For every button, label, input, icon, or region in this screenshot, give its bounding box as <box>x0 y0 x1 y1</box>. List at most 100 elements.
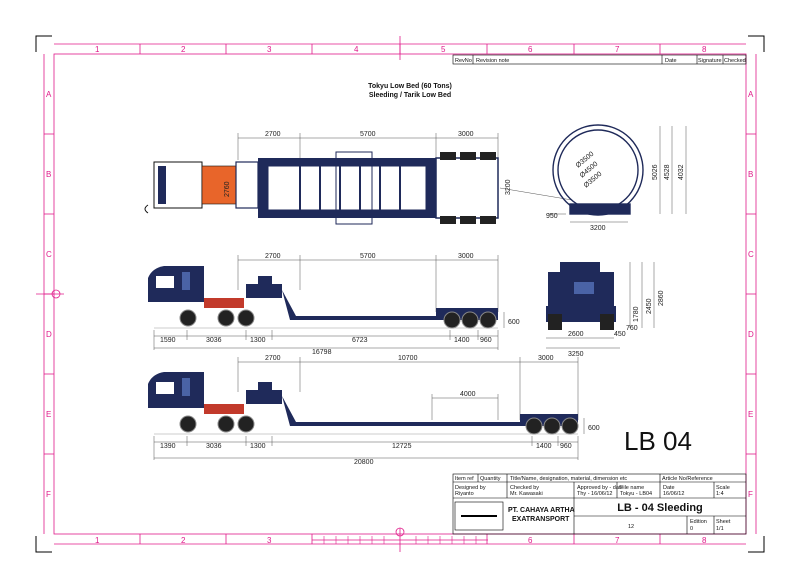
tb-checked-label: Checked by <box>510 485 539 491</box>
column-labels-bottom: 1 2 3 6 7 8 <box>95 536 707 545</box>
gooseneck-side-2 <box>246 390 282 404</box>
row-label: C <box>748 250 754 259</box>
truck-chassis <box>204 298 244 308</box>
col-label: 1 <box>95 45 100 54</box>
row-label: A <box>46 90 52 99</box>
col-label: 4 <box>354 45 359 54</box>
dim-label: 3036 <box>206 443 222 450</box>
company-name-2: EXATRANSPORT <box>512 516 570 523</box>
gooseneck-top-block-2 <box>258 382 272 390</box>
col-label: 6 <box>528 45 533 54</box>
tb-designed: Riyanto <box>455 491 474 497</box>
dim-label: 1300 <box>250 337 266 344</box>
row-label: F <box>748 490 753 499</box>
gooseneck-top <box>235 161 259 209</box>
tb-file-label: File name <box>620 485 644 491</box>
rear-dim: 2450 <box>646 298 653 314</box>
dim-label: 1590 <box>160 337 176 344</box>
tb-approved: Thy - 16/06/12 <box>577 491 612 497</box>
side-view-1: 2700 5700 3000 1590 3036 1300 6723 <box>148 253 665 358</box>
gooseneck-side <box>246 284 282 298</box>
col-label: 1 <box>95 536 100 545</box>
dim-label: 5700 <box>360 253 376 260</box>
deck-dim: 4000 <box>460 391 476 398</box>
cab-window <box>156 276 174 288</box>
dim-label: 2700 <box>265 355 281 362</box>
col-label: 7 <box>615 536 620 545</box>
rear-bogie-top <box>435 157 499 219</box>
row-labels-right: A B C D E F <box>748 90 754 499</box>
dim-label: 10700 <box>398 355 418 362</box>
tb-quantity: Quantity <box>480 476 501 482</box>
dim-label: 950 <box>546 213 558 220</box>
col-label: 8 <box>702 536 707 545</box>
drawing-title: Tokyu Low Bed (60 Tons) <box>368 83 452 90</box>
deck-height-2: 600 <box>588 425 600 432</box>
row-labels-left: A B C D E F <box>46 90 52 499</box>
tank-height-dim: 4528 <box>664 164 671 180</box>
tb-file: Tokyu - LB04 <box>620 491 652 497</box>
dim-label: 1300 <box>250 443 266 450</box>
wheels-side-1 <box>179 309 497 329</box>
dim-label: 3200 <box>505 179 512 195</box>
tb-edition-label: Edition <box>690 519 707 525</box>
tb-edition: 0 <box>690 526 693 532</box>
row-label: D <box>748 330 754 339</box>
scale-ruler-ticks <box>323 536 477 544</box>
deck-frame <box>267 165 427 211</box>
tb-checked: Mr. Kawasaki <box>510 491 543 497</box>
tb-designed-label: Designed by <box>455 485 486 491</box>
tb-sheet: 1/1 <box>716 526 724 532</box>
drawing-subtitle: Sleeding / Tarik Low Bed <box>369 92 451 99</box>
column-labels-top: 1 2 3 4 5 6 7 8 <box>95 45 707 54</box>
dim-label: 12725 <box>392 443 412 450</box>
row-label: F <box>46 490 51 499</box>
load-outline <box>335 151 373 225</box>
checked-header: Checked <box>724 58 746 64</box>
signature-header: Signature <box>698 58 722 64</box>
tb-date: 16/06/12 <box>663 491 684 497</box>
row-label: E <box>46 410 51 419</box>
corner-marks <box>35 35 765 553</box>
dim-label: 960 <box>560 443 572 450</box>
grid-border <box>36 36 757 552</box>
row-label: B <box>46 170 51 179</box>
tb-scale: 1:4 <box>716 491 724 497</box>
overall-length: 16798 <box>312 349 332 356</box>
dim-label: 1400 <box>536 443 552 450</box>
rear-dim: 1780 <box>633 306 640 322</box>
tank-height-dim: 5026 <box>652 164 659 180</box>
tb-number: 12 <box>628 524 634 530</box>
tb-sheet-label: Sheet <box>716 519 731 525</box>
tank-end-view <box>552 124 644 216</box>
tb-title-desc: Title/Name, designation, material, dimen… <box>510 476 627 482</box>
rear-dim: 2860 <box>658 290 665 306</box>
tb-item: Item ref <box>455 476 474 482</box>
deck-height: 600 <box>508 319 520 326</box>
dim-label: 1390 <box>160 443 176 450</box>
rear-view <box>546 262 616 330</box>
lowbed-deck-side <box>282 290 438 320</box>
row-label: A <box>748 90 754 99</box>
top-view: 2700 5700 3000 2760 3200 <box>144 124 687 232</box>
dim-label: 3000 <box>538 355 554 362</box>
dim-label: 3036 <box>206 337 222 344</box>
row-label: D <box>46 330 52 339</box>
col-label: 8 <box>702 45 707 54</box>
big-drawing-label: LB 04 <box>624 426 692 456</box>
tractor-engine-cover <box>201 165 237 205</box>
cab-window-2 <box>156 382 174 394</box>
dim-label: 960 <box>480 337 492 344</box>
row-label: E <box>748 410 753 419</box>
tb-scale-label: Scale <box>716 485 730 491</box>
company-name: PT. CAHAYA ARTHA <box>508 507 575 514</box>
cab-grille <box>158 166 166 204</box>
col-label: 2 <box>181 536 186 545</box>
tb-article: Article No/Reference <box>662 476 713 482</box>
col-label: 3 <box>267 536 272 545</box>
dim-label: 3000 <box>458 253 474 260</box>
dim-label: 2700 <box>265 253 281 260</box>
rear-dim: 3250 <box>568 351 584 358</box>
truck-chassis-2 <box>204 404 244 414</box>
